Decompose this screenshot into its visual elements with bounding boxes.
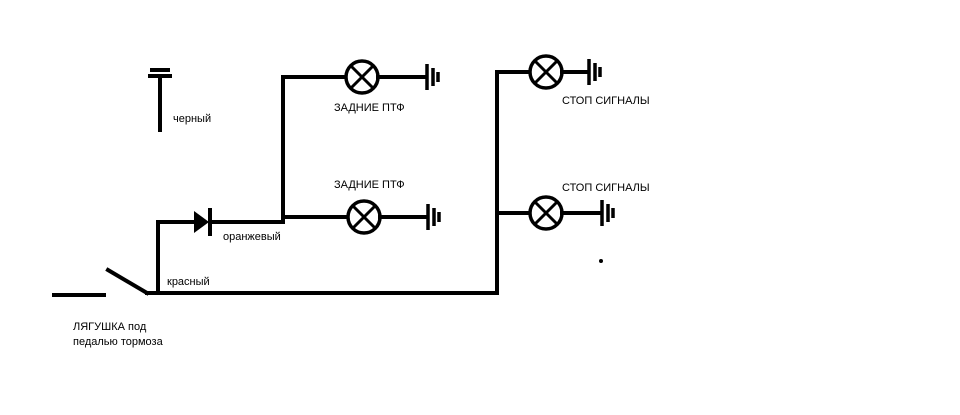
ground-icon [600,200,615,226]
brake-pedal-switch [52,267,150,297]
switch-label-line2: педалью тормоза [73,336,164,348]
switch-label-line1: ЛЯГУШКА под [73,321,147,333]
ground-icon [425,64,440,90]
black-wire-label: черный [173,113,211,125]
brake-label-bottom: СТОП СИГНАЛЫ [562,182,650,194]
rear-fog-lamp-bottom [346,199,428,235]
orange-wire-label: оранжевый [223,231,281,243]
brake-lamp-top [528,54,589,90]
red-wire [145,220,499,295]
stray-dot [599,259,603,263]
brake-feed-wire [495,70,532,295]
rear-fog-lamp-top [344,59,427,95]
ground-icon [426,204,441,230]
rear-fog-label-top: ЗАДНИЕ ПТФ [334,102,405,114]
orange-wire [281,75,350,224]
red-wire-label: красный [167,276,210,288]
ground-icon [587,59,602,85]
brake-lamp-bottom [528,195,602,231]
diode [156,208,285,236]
rear-fog-label-bottom: ЗАДНИЕ ПТФ [334,179,405,191]
black-wire-terminal [148,68,172,132]
brake-label-top: СТОП СИГНАЛЫ [562,95,650,107]
